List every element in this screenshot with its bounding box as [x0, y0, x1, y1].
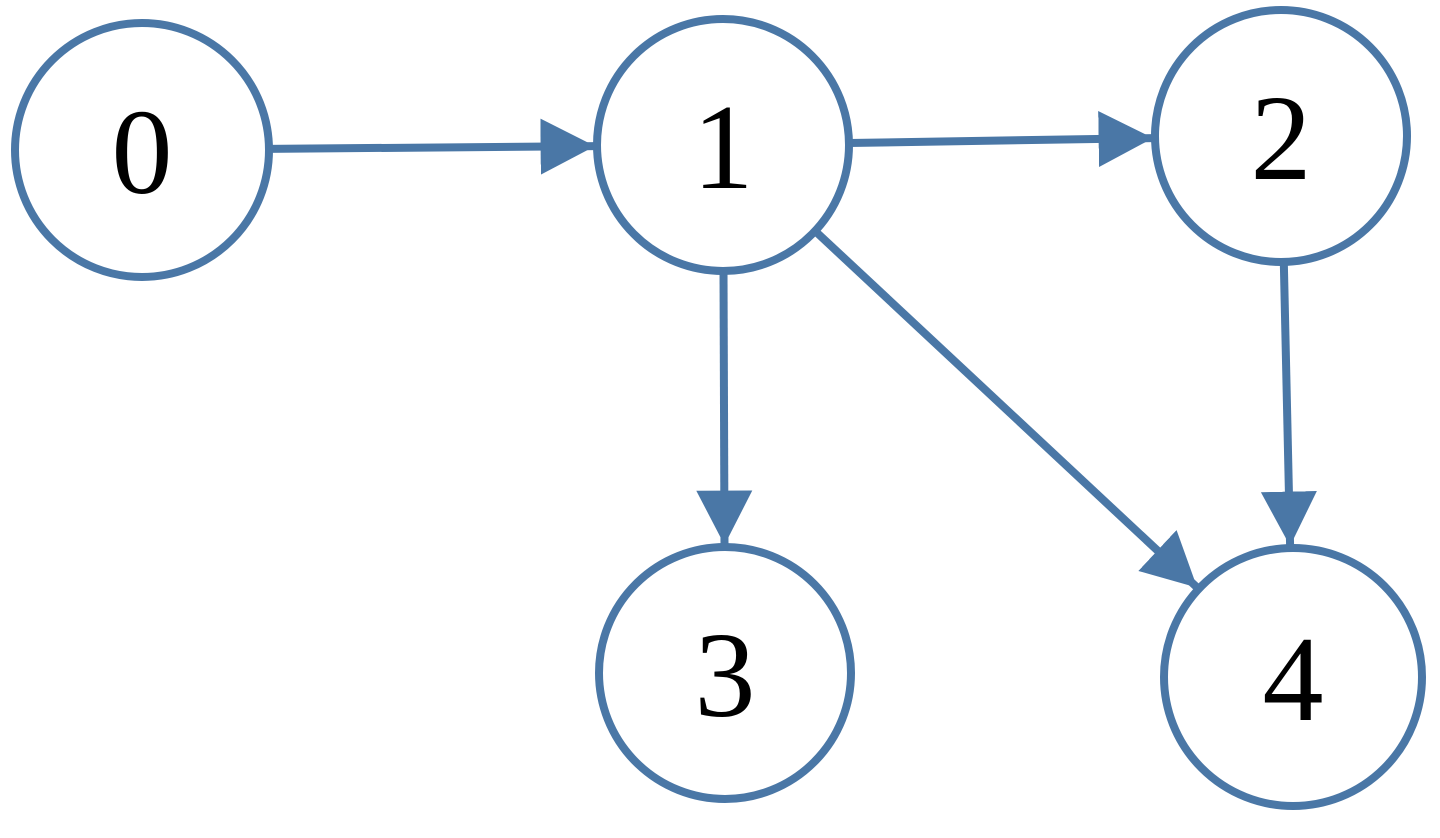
- node-1: 1: [593, 15, 853, 275]
- node-3: 3: [595, 543, 855, 803]
- edge-1-to-2: [848, 110, 1154, 167]
- node-label-4: 4: [1263, 612, 1324, 747]
- edge-0-to-1: [268, 118, 596, 175]
- node-4: 4: [1160, 544, 1426, 810]
- edge-1-to-3: [696, 270, 753, 546]
- node-circle-1: [593, 15, 853, 275]
- edge-1-to-4: [812, 228, 1200, 591]
- node-circle-4: [1160, 544, 1426, 810]
- node-0: 0: [11, 19, 273, 281]
- node-label-1: 1: [693, 80, 754, 215]
- node-label-0: 0: [112, 85, 173, 220]
- edge-2-to-4: [1260, 261, 1317, 547]
- node-circle-3: [595, 543, 855, 803]
- node-label-2: 2: [1251, 71, 1312, 206]
- node-2: 2: [1151, 6, 1411, 266]
- node-circle-0: [11, 19, 273, 281]
- nodes-layer: 0 1 2 3 4: [11, 6, 1426, 810]
- node-label-3: 3: [695, 608, 756, 743]
- node-circle-2: [1151, 6, 1411, 266]
- edges-layer: [268, 110, 1317, 591]
